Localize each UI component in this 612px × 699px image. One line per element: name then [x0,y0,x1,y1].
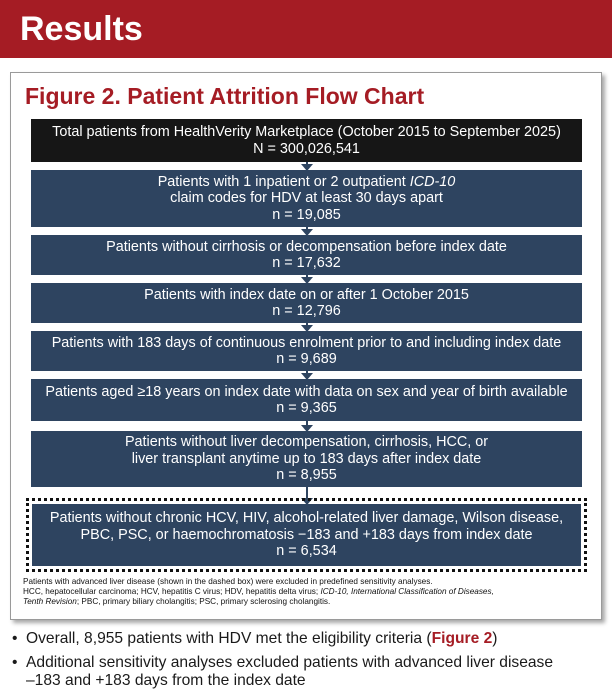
flow-box-no-decompensation: Patients without liver decompensation, c… [31,431,582,487]
flow-box-count: n = 9,689 [276,351,337,367]
footnote-abbreviations: HCC, hepatocellular carcinoma; HCV, hepa… [23,587,494,597]
bullet-item: • Overall, 8,955 patients with HDV met t… [12,630,602,648]
flow-arrow [301,421,313,432]
bullet-dot: • [12,630,18,647]
flow-box-text: claim codes for HDV at least 30 days apa… [170,190,443,207]
flow-box-count: n = 8,955 [276,467,337,484]
footnote-text: ; PBC, primary biliary cholangitis; PSC,… [76,597,331,606]
flow-box-count: N = 300,026,541 [253,140,360,157]
flow-box-count: n = 9,365 [276,400,337,416]
flow-box-text-part: Patients with 1 inpatient or 2 outpatien… [157,173,410,190]
flow-box-count: n = 6,534 [276,543,337,560]
bullet-text: Overall, 8,955 patients with HDV met the… [26,630,432,647]
results-bullets: • Overall, 8,955 patients with HDV met t… [12,630,602,696]
flow-arrow [301,275,313,284]
bullet-text: –183 and +183 days from the index date [26,672,306,689]
flow-arrow [301,487,313,505]
sensitivity-dashed-border [26,498,587,572]
flow-box-text: Patients without cirrhosis or decompensa… [106,238,507,255]
footnote-abbreviations-cont: Tenth Revision; PBC, primary biliary cho… [23,597,330,607]
bullet-text-end: ) [492,630,498,647]
flow-box-text: Total patients from HealthVerity Marketp… [52,124,561,140]
flow-box-no-cirrhosis: Patients without cirrhosis or decompensa… [31,235,582,275]
footnote-sensitivity: Patients with advanced liver disease (sh… [23,577,433,586]
footnote-text: HCC, hepatocellular carcinoma; HCV, hepa… [23,587,321,596]
flow-arrow [301,371,313,380]
flow-box-sensitivity: Patients without chronic HCV, HIV, alcoh… [32,504,581,566]
flow-box-text: liver transplant anytime up to 183 days … [131,450,482,467]
flow-box-count: n = 17,632 [272,255,341,271]
flow-box-enrolment: Patients with 183 days of continuous enr… [31,331,582,371]
flow-box-text: Patients without chronic HCV, HIV, alcoh… [49,510,564,527]
flow-box-text: Patients with index date on or after 1 O… [144,286,469,303]
footnote-italic: ICD-10, International Classification of … [320,587,494,596]
results-title: Results [20,10,143,48]
footnote-italic: Tenth Revision [23,597,77,606]
flow-box-text: Patients with 1 inpatient or 2 outpatien… [158,174,456,191]
flow-box-age: Patients aged ≥18 years on index date wi… [31,379,582,421]
figure-reference: Figure 2 [431,630,493,647]
flow-box-text: PBC, PSC, or haemochromatosis −183 and +… [80,526,533,543]
flow-arrow [301,162,313,171]
flow-box-text: Patients aged ≥18 years on index date wi… [45,383,568,400]
flow-box-text: Patients without liver decompensation, c… [124,434,489,451]
flow-box-text-italic: ICD-10 [409,173,456,190]
bullet-item: • Additional sensitivity analyses exclud… [12,654,602,690]
flow-box-total: Total patients from HealthVerity Marketp… [31,119,582,162]
flow-box-count: n = 12,796 [272,303,341,319]
flow-arrow [301,227,313,236]
bullet-text: Additional sensitivity analyses excluded… [26,654,554,671]
bullet-dot: • [12,654,18,671]
flow-box-icd10: Patients with 1 inpatient or 2 outpatien… [31,170,582,227]
figure-panel: Figure 2. Patient Attrition Flow Chart T… [10,72,602,620]
figure-title: Figure 2. Patient Attrition Flow Chart [25,83,425,109]
results-header: Results [0,0,612,58]
flow-arrow [301,323,313,332]
flow-box-count: n = 19,085 [272,206,341,223]
flow-box-text: Patients with 183 days of continuous enr… [51,334,562,351]
flow-box-index-date: Patients with index date on or after 1 O… [31,283,582,323]
